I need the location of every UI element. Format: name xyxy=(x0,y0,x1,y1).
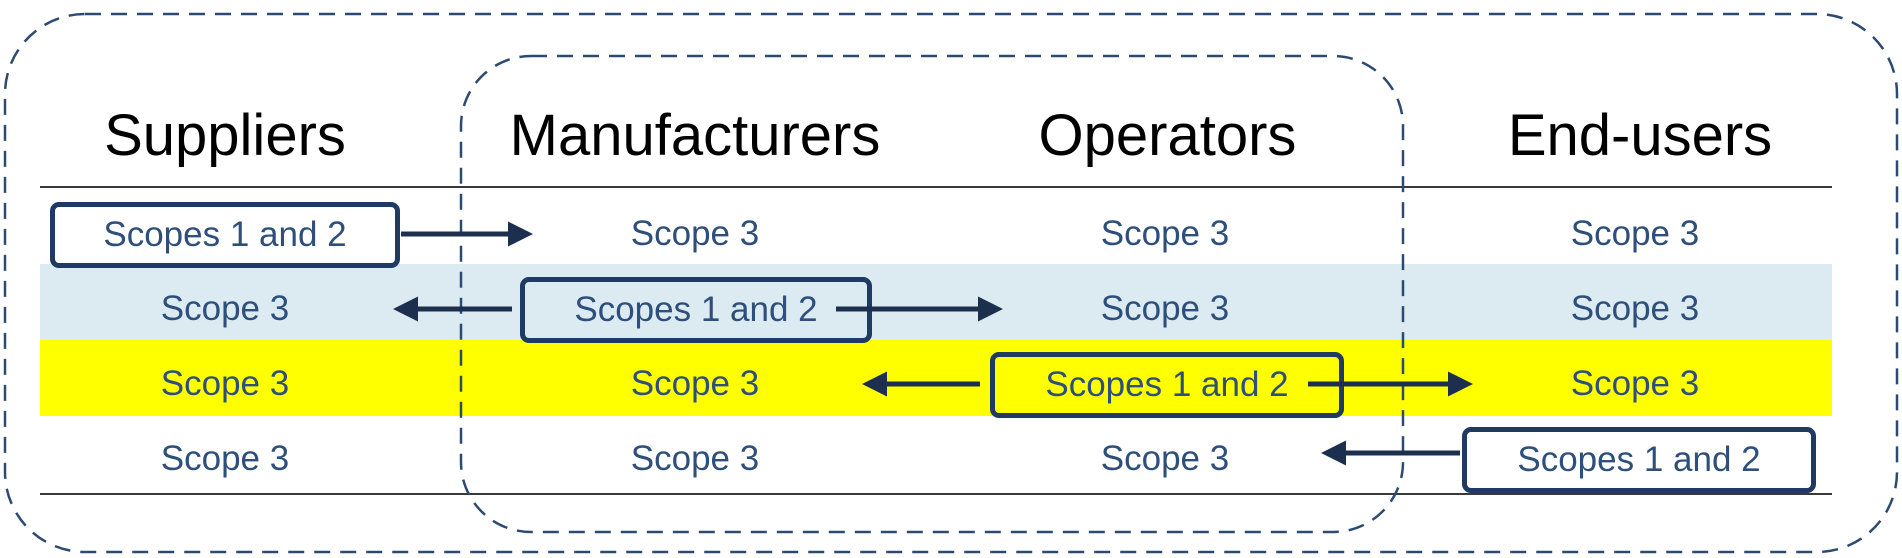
manufacturers-scopes-1-2-box: Scopes 1 and 2 xyxy=(520,277,872,343)
row3-suppliers-cell: Scope 3 xyxy=(160,364,290,403)
row2-suppliers-cell: Scope 3 xyxy=(160,289,290,328)
row1-operators-cell: Scope 3 xyxy=(1100,214,1230,253)
row2-operators-cell: Scope 3 xyxy=(1100,289,1230,328)
header-end-users: End-users xyxy=(1507,103,1773,168)
row1-end-users-cell: Scope 3 xyxy=(1570,214,1700,253)
row2-end-users-cell: Scope 3 xyxy=(1570,289,1700,328)
row1-manufacturers-cell: Scope 3 xyxy=(630,214,760,253)
row4-manufacturers-cell: Scope 3 xyxy=(630,439,760,478)
row-band-operators xyxy=(40,340,1832,416)
suppliers-scopes-1-2-box: Scopes 1 and 2 xyxy=(50,202,400,268)
outer-dashed-outline xyxy=(3,12,1899,554)
inner-dashed-outline-manufacturers-operators xyxy=(459,54,1405,534)
header-suppliers: Suppliers xyxy=(104,103,346,168)
row3-end-users-cell: Scope 3 xyxy=(1570,364,1700,403)
row-band-manufacturers xyxy=(40,264,1832,340)
header-manufacturers: Manufacturers xyxy=(509,103,881,168)
end-users-scopes-1-2-box: Scopes 1 and 2 xyxy=(1462,427,1816,493)
header-rule xyxy=(40,186,1832,188)
row4-suppliers-cell: Scope 3 xyxy=(160,439,290,478)
bottom-rule xyxy=(40,493,1832,495)
row3-manufacturers-cell: Scope 3 xyxy=(630,364,760,403)
header-operators: Operators xyxy=(1038,103,1297,168)
row4-operators-cell: Scope 3 xyxy=(1100,439,1230,478)
operators-scopes-1-2-box: Scopes 1 and 2 xyxy=(990,352,1344,418)
